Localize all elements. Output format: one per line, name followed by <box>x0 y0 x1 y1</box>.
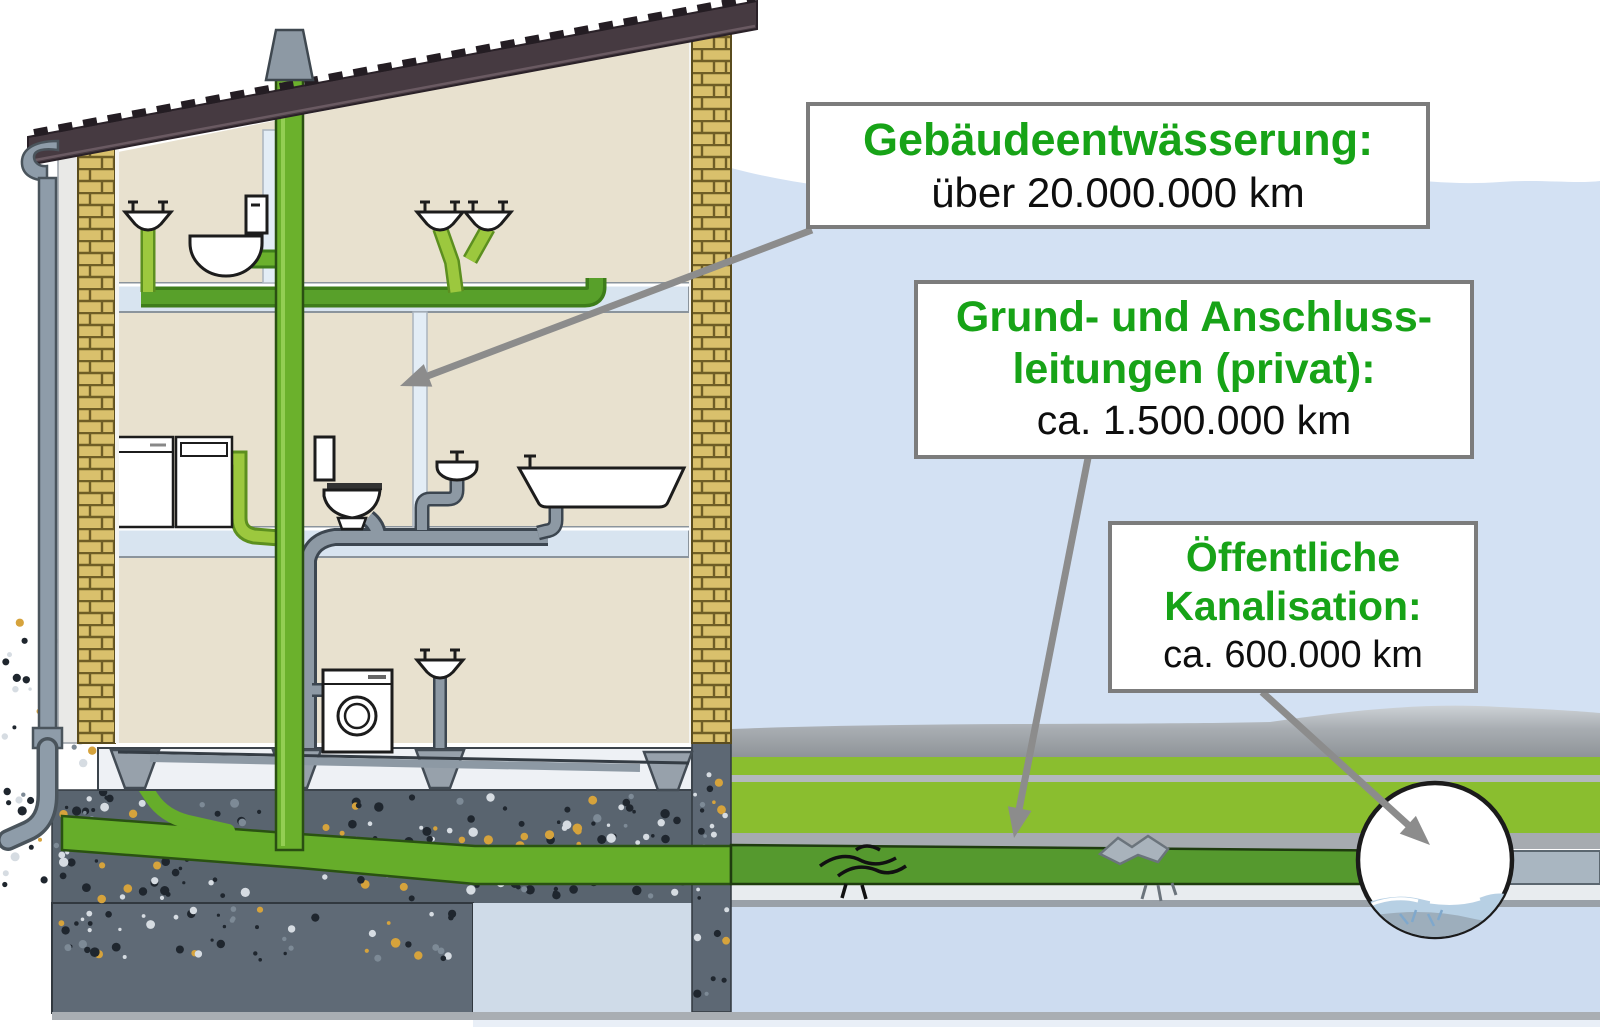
right-wall-brick <box>691 26 732 744</box>
washbasin-upper <box>188 234 264 278</box>
basement-slab <box>97 747 694 792</box>
arrow-public-sewer <box>1259 689 1430 845</box>
arrow-building-drainage <box>400 226 814 387</box>
crack-damage <box>1097 834 1178 902</box>
basement-fixtures <box>321 648 465 754</box>
callout-building-drainage: Gebäudeentwässerung: über 20.000.000 km <box>806 102 1430 229</box>
left-wall-inner-strip <box>115 148 119 743</box>
basement-floor-line <box>117 750 690 765</box>
house-cross-section <box>0 0 758 852</box>
sewer-pipes <box>60 773 1600 902</box>
upper-floor-fixtures <box>123 194 513 278</box>
callout-private-lines: Grund- und Anschluss- leitungen (privat)… <box>914 280 1474 459</box>
middle-floor-gray-pipes <box>299 478 564 748</box>
cistern-upper <box>244 194 269 235</box>
callout-title-line1: Öffentliche <box>1185 534 1401 581</box>
callout-title-line2: Kanalisation: <box>1164 583 1422 630</box>
lateral-pipe-private <box>729 843 1439 886</box>
underfloor-gray-pipe <box>149 754 641 772</box>
arrow-private-lines <box>1007 457 1092 838</box>
left-wall-plaster <box>57 147 79 744</box>
bathtub <box>516 454 687 509</box>
gravel-speckles <box>58 906 457 962</box>
callout-value: ca. 600.000 km <box>1163 634 1423 677</box>
gutter <box>20 139 60 182</box>
dishwasher <box>115 435 175 529</box>
callout-public-sewer: Öffentliche Kanalisation: ca. 600.000 km <box>1108 521 1478 693</box>
callout-title: Gebäudeentwässerung: <box>862 113 1374 165</box>
bedding-gray-line <box>731 900 1600 907</box>
bottom-pale-strip <box>473 1020 1600 1027</box>
middle-floor-fixtures <box>115 435 687 531</box>
road-surface <box>731 705 1600 757</box>
grass-strip-upper <box>731 757 1600 775</box>
soil-stack <box>274 76 305 852</box>
callout-title-line2: leitungen (privat): <box>1012 344 1376 393</box>
house-interior <box>118 38 689 743</box>
leader-arrows <box>400 226 1430 845</box>
subsoil-pale-panel <box>473 903 692 1012</box>
callout-value: über 20.000.000 km <box>931 168 1305 216</box>
path-divider <box>731 775 1600 782</box>
left-wall-brick <box>77 141 116 744</box>
callout-title-line1: Grund- und Anschluss- <box>955 293 1433 342</box>
root-intrusion-damage <box>818 844 907 900</box>
callout-value: ca. 1.500.000 km <box>1036 397 1352 444</box>
rain-downpipe <box>0 139 64 851</box>
upper-floor-branch-pipes <box>140 224 607 308</box>
vent-cap <box>264 28 315 82</box>
foundation-block <box>51 902 474 1014</box>
washbasin-middle <box>435 450 479 482</box>
roof <box>27 0 758 167</box>
gully-feed-pipe <box>133 773 235 838</box>
cistern-middle <box>313 435 336 482</box>
manhole-cross-section <box>1355 780 1515 940</box>
bottom-gray-strip <box>52 1012 1600 1020</box>
washing-machine <box>321 668 394 754</box>
toilet <box>322 483 382 531</box>
